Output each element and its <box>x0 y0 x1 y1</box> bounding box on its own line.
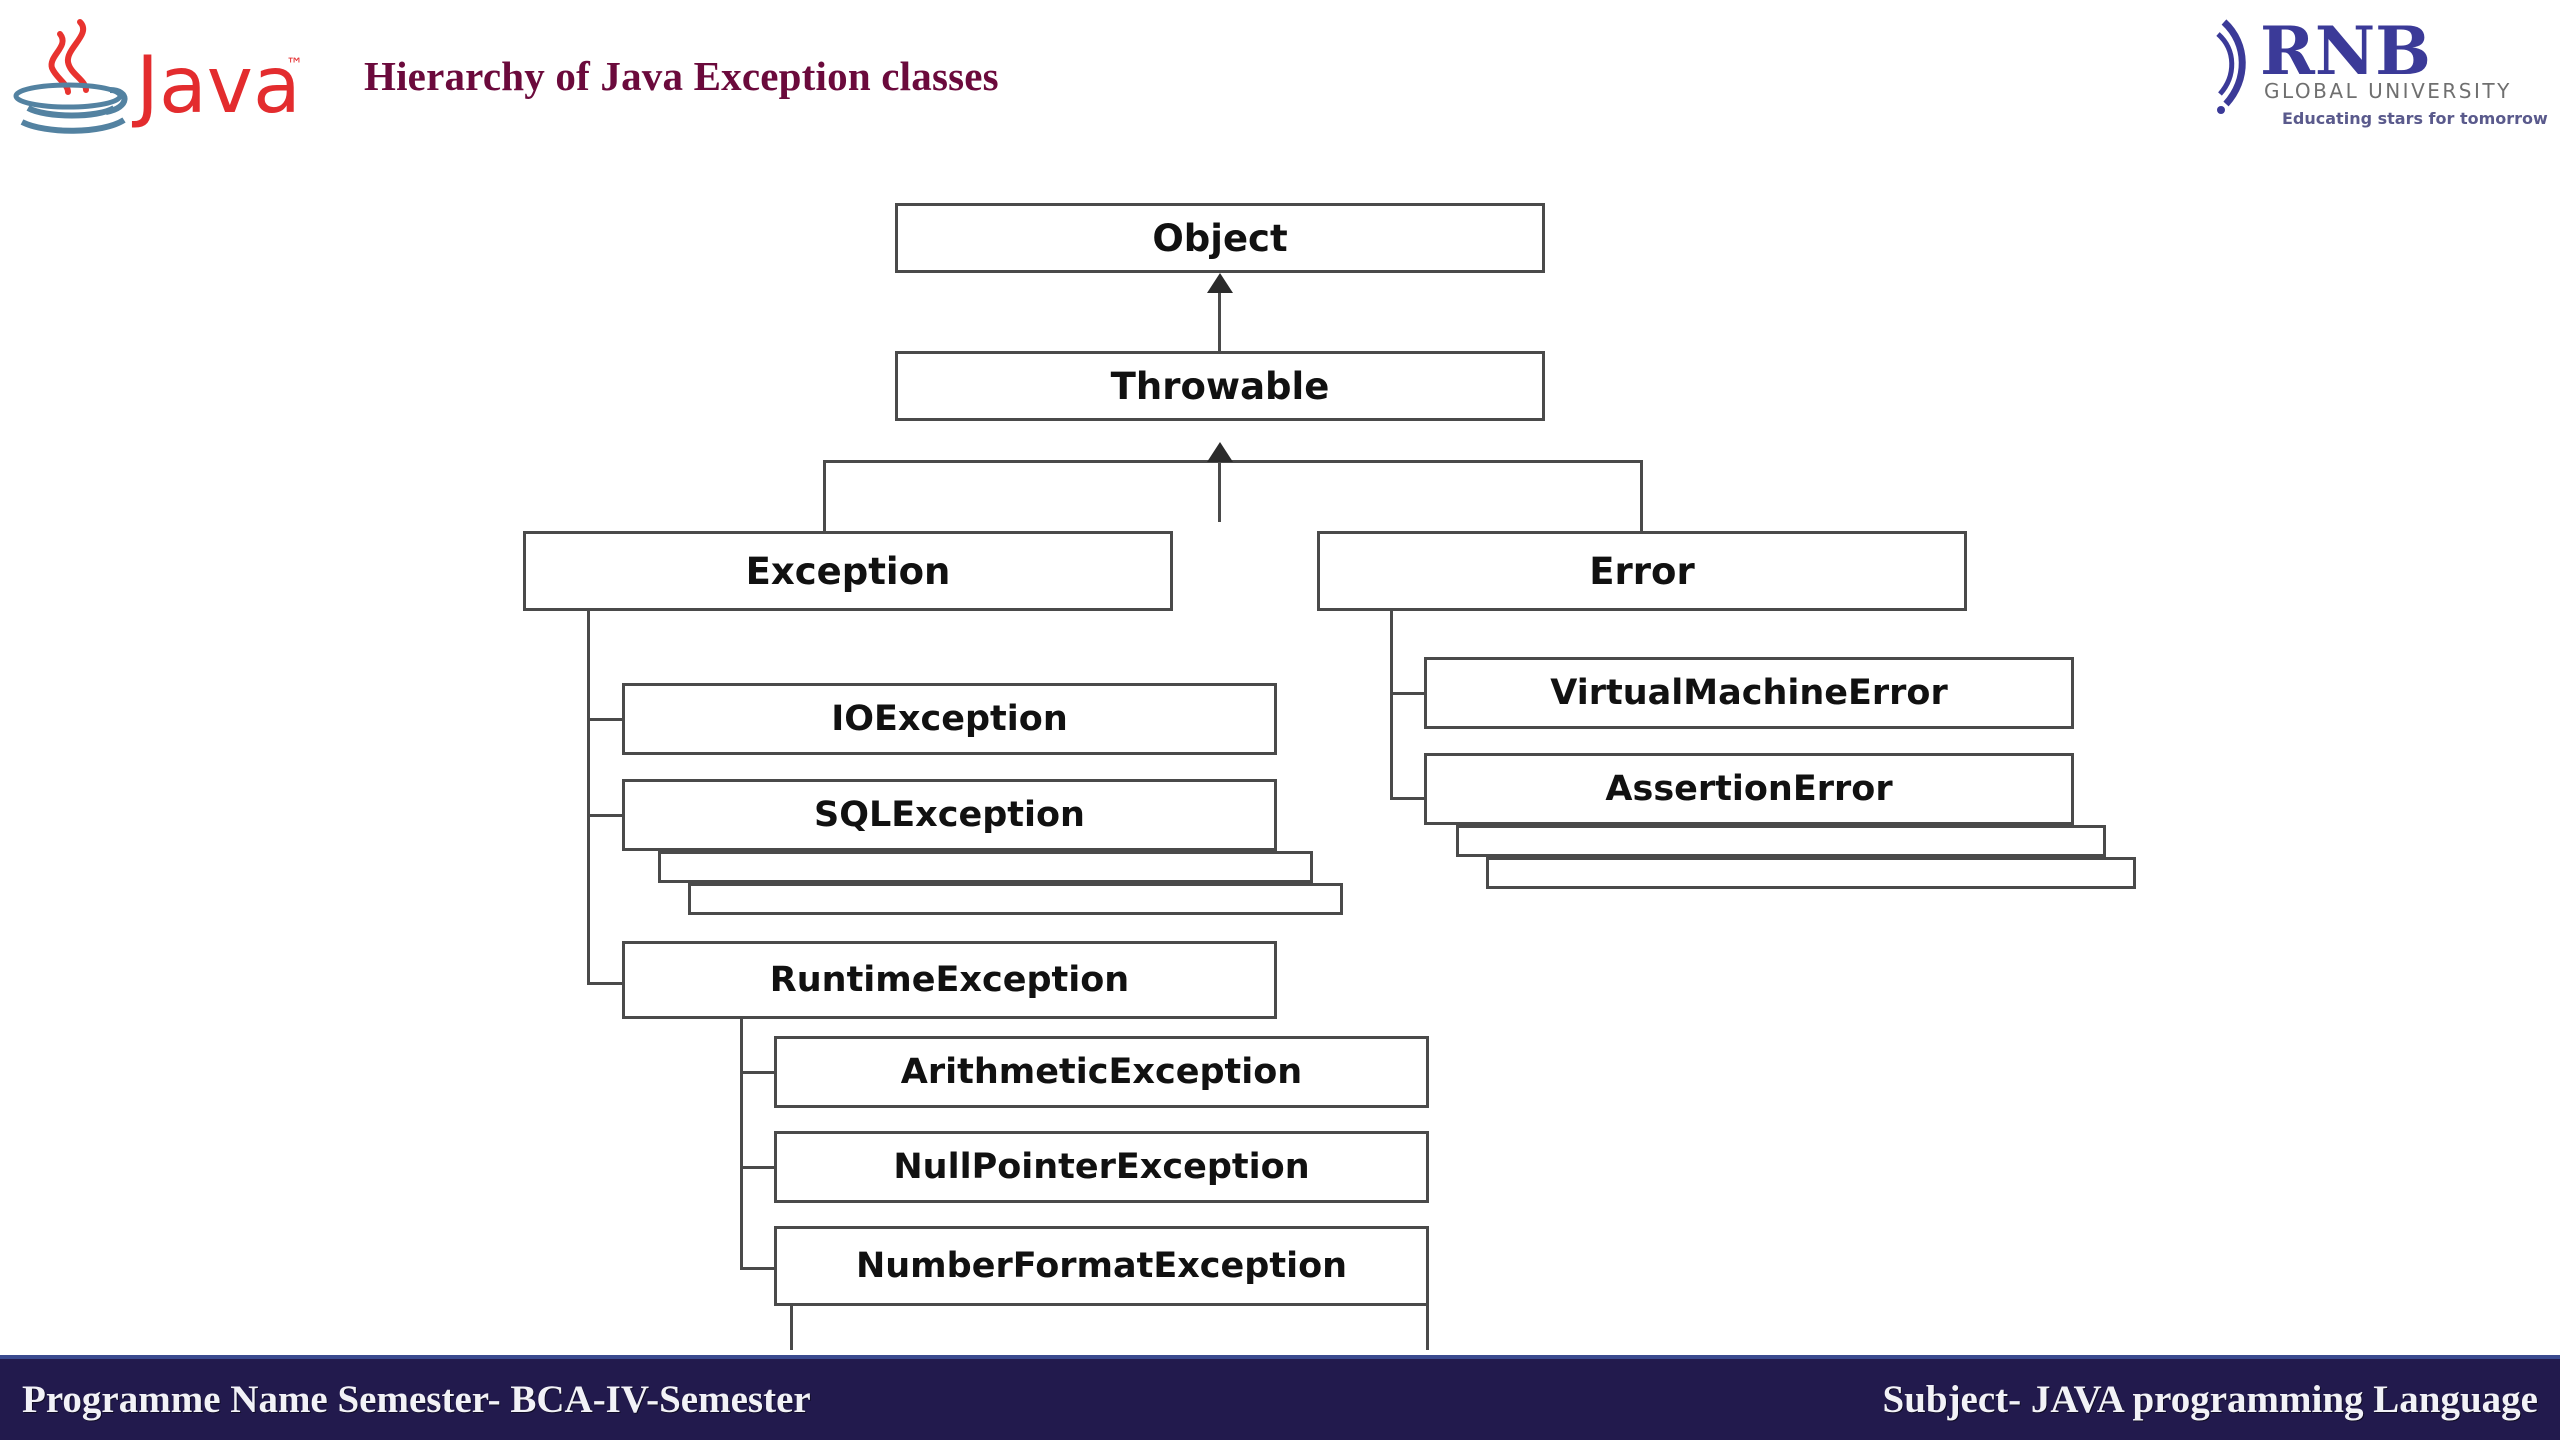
footer-subject-name: Subject- JAVA programming Language <box>1882 1378 2539 1421</box>
connector-bus-to-exception <box>823 460 826 532</box>
class-node-error-stack-1[interactable] <box>1456 825 2106 857</box>
connector-error-to-vmerror <box>1390 692 1430 695</box>
class-node-label: Error <box>1589 549 1695 593</box>
connector-bus-throwable <box>1218 460 1221 522</box>
class-node-exception[interactable]: Exception <box>523 531 1173 611</box>
java-logo: Java ™ <box>6 4 306 154</box>
class-node-label: Object <box>1152 216 1288 260</box>
class-node-label: IOException <box>831 699 1068 739</box>
class-node-ioexception[interactable]: IOException <box>622 683 1277 755</box>
connector-runtimeexception-spine <box>740 1017 743 1270</box>
class-node-label: AssertionError <box>1605 769 1893 809</box>
class-node-nullpointerexception[interactable]: NullPointerException <box>774 1131 1429 1203</box>
connector-exception-to-ioexception <box>587 718 627 721</box>
connector-exception-to-sqlexception <box>587 814 627 817</box>
class-node-object[interactable]: Object <box>895 203 1545 273</box>
class-node-runtimeexception[interactable]: RuntimeException <box>622 941 1277 1019</box>
connector-numberformat-right-continuation <box>1426 1304 1429 1350</box>
footer-programme-name: Programme Name Semester- BCA-IV-Semester <box>22 1378 811 1421</box>
connector-bus-to-error <box>1640 460 1643 532</box>
class-node-throwable[interactable]: Throwable <box>895 351 1545 421</box>
class-node-label: Exception <box>745 549 951 593</box>
connector-exception-spine <box>587 610 590 985</box>
class-node-label: NullPointerException <box>893 1147 1310 1187</box>
class-node-error-stack-2[interactable] <box>1486 857 2136 889</box>
class-node-arithmeticexception[interactable]: ArithmeticException <box>774 1036 1429 1108</box>
connector-runtime-to-arithmetic <box>740 1071 780 1074</box>
class-node-numberformatexception[interactable]: NumberFormatException <box>774 1226 1429 1306</box>
exception-hierarchy-diagram: Object Throwable Exception Error IOExcep… <box>523 203 2136 1350</box>
java-wordmark: Java <box>131 41 301 131</box>
page-title: Hierarchy of Java Exception classes <box>364 53 999 99</box>
class-node-exception-stack-2[interactable] <box>688 883 1343 915</box>
connector-numberformat-continuation <box>790 1304 793 1350</box>
connector-error-spine <box>1390 610 1393 800</box>
connector-error-to-assertionerror <box>1390 797 1430 800</box>
connector-runtime-to-nullpointer <box>740 1166 780 1169</box>
rnb-subtitle: GLOBAL UNIVERSITY <box>2264 79 2512 103</box>
rnb-global-university-logo: RNB GLOBAL UNIVERSITY Educating stars fo… <box>2212 4 2552 134</box>
class-node-virtualmachineerror[interactable]: VirtualMachineError <box>1424 657 2074 729</box>
class-node-label: Throwable <box>1110 364 1330 408</box>
rnb-swoosh-icon <box>2216 19 2246 114</box>
arrow-throwable-to-object <box>1207 273 1233 293</box>
class-node-label: NumberFormatException <box>855 1246 1348 1286</box>
slide-footer: Programme Name Semester- BCA-IV-Semester… <box>0 1355 2560 1440</box>
class-node-label: ArithmeticException <box>900 1052 1303 1092</box>
class-node-sqlexception[interactable]: SQLException <box>622 779 1277 851</box>
class-node-label: SQLException <box>814 795 1085 835</box>
rnb-tagline: Educating stars for tomorrow <box>2282 109 2548 128</box>
rnb-wordmark: RNB <box>2260 12 2431 90</box>
class-node-assertionerror[interactable]: AssertionError <box>1424 753 2074 825</box>
connector-runtime-to-numberformat <box>740 1267 780 1270</box>
connector-exception-to-runtimeexception <box>587 982 627 985</box>
class-node-label: VirtualMachineError <box>1550 673 1948 713</box>
connector-throwable-object <box>1218 291 1221 353</box>
connector-bus-horizontal <box>823 460 1643 463</box>
arrow-bus-to-throwable <box>1207 442 1233 462</box>
class-node-label: RuntimeException <box>769 960 1130 1000</box>
class-node-exception-stack-1[interactable] <box>658 851 1313 883</box>
class-node-error[interactable]: Error <box>1317 531 1967 611</box>
java-cup-icon <box>13 82 128 134</box>
java-trademark-icon: ™ <box>286 55 303 75</box>
